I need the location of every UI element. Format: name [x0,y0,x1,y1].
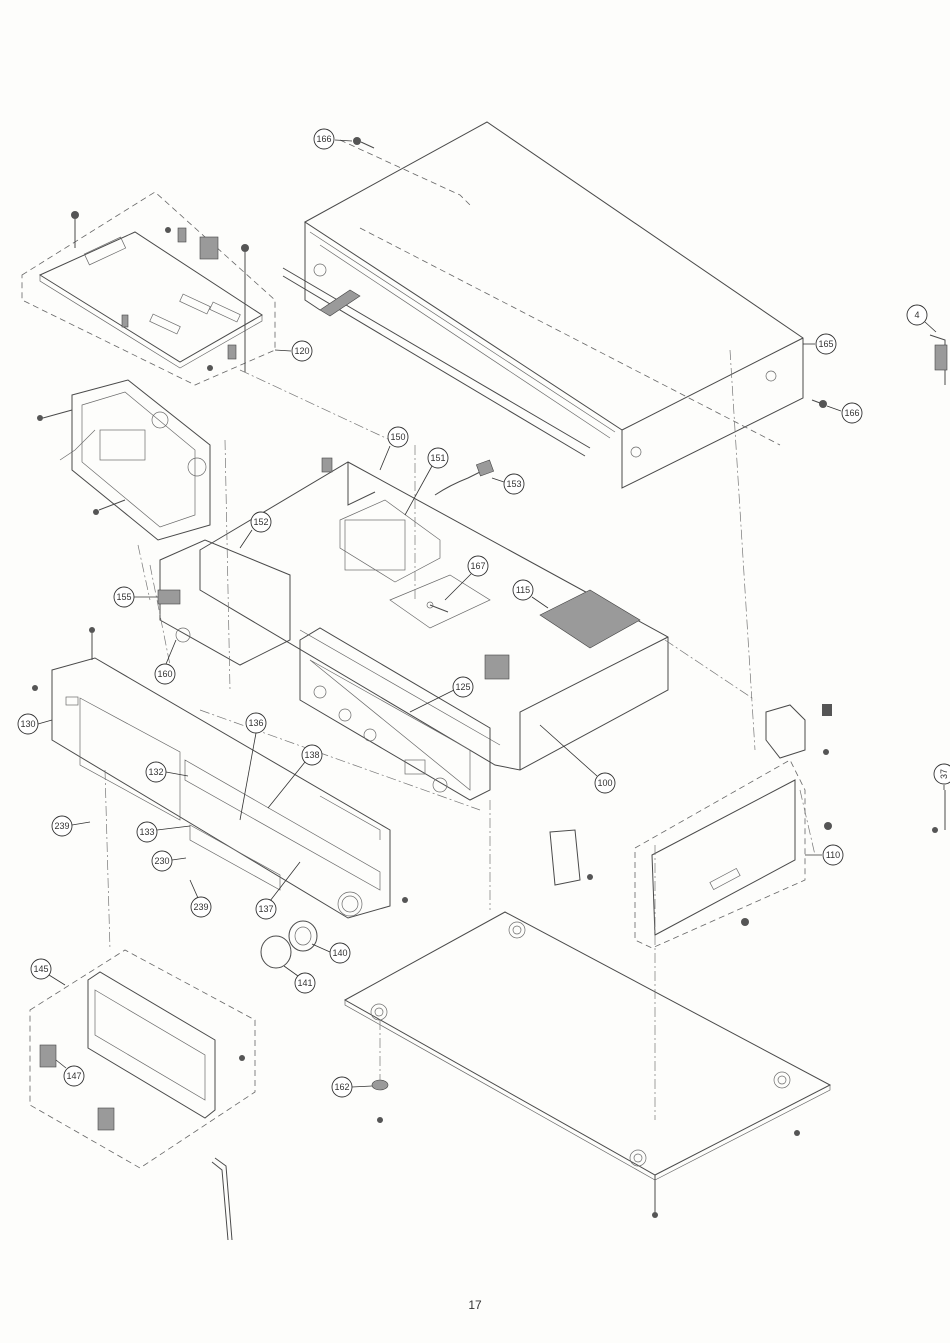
callout-141: 141 [284,966,315,993]
svg-text:160: 160 [157,669,172,679]
callout-155: 155 [114,587,158,607]
svg-text:239: 239 [54,821,69,831]
knob-141 [261,936,291,968]
callout-110: 110 [805,845,843,865]
callout-153: 153 [492,474,524,494]
pcb-assembly-120 [22,192,275,385]
svg-text:120: 120 [294,346,309,356]
svg-text:138: 138 [304,750,319,760]
main-chassis [158,458,668,800]
callout-147: 147 [56,1060,84,1086]
svg-text:153: 153 [506,479,521,489]
page-number: 17 [0,1298,950,1312]
knob-140 [289,921,317,951]
svg-text:152: 152 [253,517,268,527]
svg-text:136: 136 [248,718,263,728]
callout-150: 150 [380,427,408,470]
callout-166-top: 166 [314,129,352,149]
top-cover [283,122,803,488]
callout-160: 160 [155,640,176,684]
pcb-assembly-110 [550,704,832,948]
callout-132: 132 [146,762,188,782]
svg-text:130: 130 [20,719,35,729]
svg-text:100: 100 [597,778,612,788]
bracket-assembly-145 [30,950,255,1168]
callout-120: 120 [275,341,312,361]
callout-239-left: 239 [52,816,90,836]
assembly-guide-lines [105,350,815,1120]
svg-text:37: 37 [939,769,949,779]
screw-166-side [812,400,827,408]
front-panel [32,627,408,918]
callout-100: 100 [540,725,615,793]
svg-text:137: 137 [258,904,273,914]
svg-text:166: 166 [316,134,331,144]
svg-text:151: 151 [430,453,445,463]
callout-125: 125 [410,677,473,712]
callout-140: 140 [312,943,350,963]
callout-152: 152 [240,512,271,548]
callout-115: 115 [513,580,548,608]
callout-145: 145 [31,959,65,985]
svg-text:141: 141 [297,978,312,988]
svg-text:140: 140 [332,948,347,958]
callout-130: 130 [18,714,52,734]
bottom-plate [345,912,830,1218]
svg-text:125: 125 [455,682,470,692]
tape-mechanism [37,380,210,540]
callout-167: 167 [445,556,488,600]
callout-230: 230 [152,851,186,871]
svg-text:110: 110 [826,850,840,860]
svg-text:166: 166 [844,408,859,418]
right-edge-parts [930,335,947,833]
svg-text:115: 115 [516,585,530,595]
svg-text:133: 133 [139,827,154,837]
callout-166-side: 166 [827,403,862,423]
svg-text:239: 239 [193,902,208,912]
callout-239-bottom: 239 [190,880,211,917]
svg-text:167: 167 [470,561,485,571]
svg-text:230: 230 [154,856,169,866]
callout-138: 138 [268,745,322,808]
callout-133: 133 [137,822,190,842]
svg-text:165: 165 [818,339,833,349]
svg-text:145: 145 [33,964,48,974]
svg-text:162: 162 [334,1082,349,1092]
svg-text:155: 155 [116,592,131,602]
screw-166-top [353,137,374,148]
svg-text:150: 150 [390,432,405,442]
callout-162: 162 [332,1077,372,1097]
callout-37: 37 [934,764,950,790]
callout-137: 137 [256,862,300,919]
svg-text:4: 4 [914,310,919,320]
hex-wrench [212,1158,232,1240]
svg-text:132: 132 [148,767,163,777]
callout-4: 4 [907,305,936,332]
callout-165: 165 [803,334,836,354]
svg-text:147: 147 [66,1071,81,1081]
